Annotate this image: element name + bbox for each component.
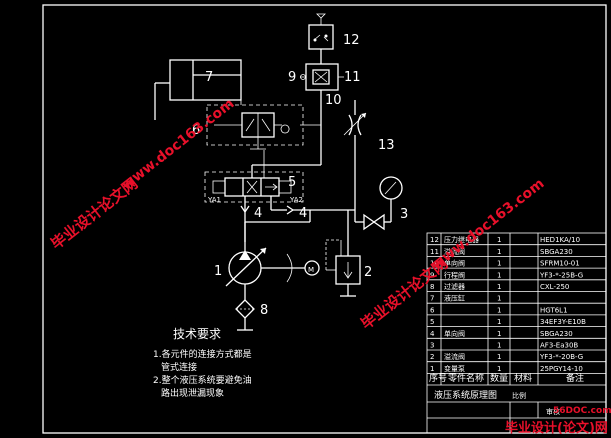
notes-line-2: 管式连接 [161, 361, 197, 373]
label-4-right: 4 [299, 206, 307, 221]
bom-cell-no: 4 [430, 330, 435, 338]
bom-cell-code: 25PGY14-10 [540, 365, 583, 373]
bom-cell-no: 11 [430, 248, 439, 256]
label-11: 11 [344, 70, 361, 85]
pressure-relay-12 [308, 13, 334, 64]
bom-cell-name: 单向阀 [444, 259, 465, 268]
bom-cell-qty: 1 [497, 318, 501, 326]
bom-scale-label: 比例 [512, 391, 526, 400]
notes-title: 技术要求 [173, 327, 221, 341]
bill-of-materials-table [426, 232, 607, 434]
label-3: 3 [400, 207, 408, 222]
bom-cell-qty: 1 [497, 342, 501, 350]
bom-title: 液压系统原理图 [434, 389, 497, 401]
label-1: 1 [214, 264, 222, 279]
bom-cell-qty: 1 [497, 353, 501, 361]
bom-cell-no: 6 [430, 306, 435, 314]
technical-requirements: 技术要求 1.各元件的连接方式都是 管式连接 2.整个液压系统要避免油 路出现泄… [153, 327, 252, 399]
bom-cell-code: YF3-*-20B-G [539, 353, 583, 361]
bom-cell-code: YF3-*-25B-G [539, 271, 583, 279]
bom-cell-qty: 1 [497, 306, 501, 314]
bom-cell-qty: 1 [497, 260, 501, 268]
watermark-right: 毕业设计论文网 www.doc163.com [357, 176, 547, 333]
label-13: 13 [378, 138, 395, 153]
watermark-footer: 56DOC.com 毕业设计(论文)网 [505, 406, 611, 436]
bom-cell-no: 9 [430, 271, 434, 279]
watermark-left: 毕业设计论文网 www.doc163.com [47, 96, 238, 253]
bom-header: 序号 零件名称 数量 材料 备注 液压系统原理图 比例 审核 [429, 372, 584, 416]
bom-header-no: 序号 [429, 372, 447, 384]
notes-line-4: 路出现泄漏现象 [161, 387, 224, 399]
bom-cell-code: SFRM10-01 [540, 260, 580, 268]
bom-cell-qty: 1 [497, 236, 501, 244]
check-valves-4 [240, 196, 355, 242]
bom-cell-name: 溢流阀 [444, 352, 465, 361]
footer-site: 毕业设计(论文)网 [505, 420, 608, 436]
label-9: 9 [288, 70, 296, 85]
pressure-gauge-3 [354, 176, 403, 231]
bom-cell-qty: 1 [497, 271, 501, 279]
relief-valve-2 [325, 210, 361, 297]
bom-cell-no: 10 [430, 260, 439, 268]
bom-cell-no: 1 [430, 365, 434, 373]
filter-8 [235, 299, 255, 331]
label-4-left: 4 [254, 206, 262, 221]
label-8: 8 [260, 303, 268, 318]
bom-header-qty: 数量 [490, 372, 508, 384]
bom-cell-name: 过滤器 [444, 282, 465, 291]
label-7: 7 [205, 70, 213, 85]
bom-cell-no: 3 [430, 342, 434, 350]
valve-block-9-10-11 [300, 63, 344, 110]
bom-cell-no: 12 [430, 236, 439, 244]
bom-cell-name: 液压缸 [444, 294, 465, 303]
drawing-frame [42, 4, 607, 434]
throttle-valve-13 [343, 100, 367, 200]
bom-cell-qty: 1 [497, 248, 501, 256]
solenoid-directional-valve-5 [204, 150, 321, 203]
bom-cell-no: 7 [430, 295, 434, 303]
label-ya1: YA1 [207, 196, 221, 204]
variable-pump-1 [225, 222, 320, 300]
label-motor: M [308, 266, 314, 274]
bom-cell-qty: 1 [497, 283, 501, 291]
label-2: 2 [364, 265, 372, 280]
bom-cell-code: HGT6L1 [540, 306, 568, 314]
bom-cell-code: 34EF3Y-E10B [540, 318, 586, 326]
bom-header-remark: 备注 [566, 372, 584, 384]
bom-header-name: 零件名称 [448, 372, 484, 384]
bom-cell-no: 5 [430, 318, 434, 326]
bom-cell-no: 2 [430, 353, 434, 361]
bom-cell-qty: 1 [497, 330, 501, 338]
bom-cell-name: 溢流阀 [444, 247, 465, 256]
label-12: 12 [343, 33, 360, 48]
bom-cell-name: 行程阀 [444, 270, 465, 279]
footer-url: 56DOC.com [553, 406, 611, 416]
bom-cell-qty: 1 [497, 295, 501, 303]
notes-line-1: 1.各元件的连接方式都是 [153, 348, 252, 360]
bom-check-label: 审核 [546, 407, 560, 416]
label-ya2: YA2 [289, 196, 303, 204]
bom-cell-code: AF3-Ea30B [540, 342, 578, 350]
bom-cell-qty: 1 [497, 365, 501, 373]
label-6: 6 [192, 123, 200, 138]
label-5: 5 [288, 175, 296, 190]
label-10: 10 [325, 93, 342, 108]
bom-cell-name: 压力继电器 [444, 235, 479, 244]
bom-cell-code: SBGA230 [540, 248, 573, 256]
notes-line-3: 2.整个液压系统要避免油 [153, 374, 252, 386]
bom-cell-no: 8 [430, 283, 434, 291]
watermark-url-left: www.doc163.com [119, 96, 238, 194]
bom-cell-code: SBGA230 [540, 330, 573, 338]
bom-header-material: 材料 [514, 372, 532, 384]
bom-cell-name: 单向阀 [444, 329, 465, 338]
bom-cell-code: CXL-250 [540, 283, 569, 291]
valve-6 [206, 75, 322, 165]
bom-cell-code: HED1KA/10 [540, 236, 580, 244]
bom-cell-name: 变量泵 [444, 364, 465, 373]
